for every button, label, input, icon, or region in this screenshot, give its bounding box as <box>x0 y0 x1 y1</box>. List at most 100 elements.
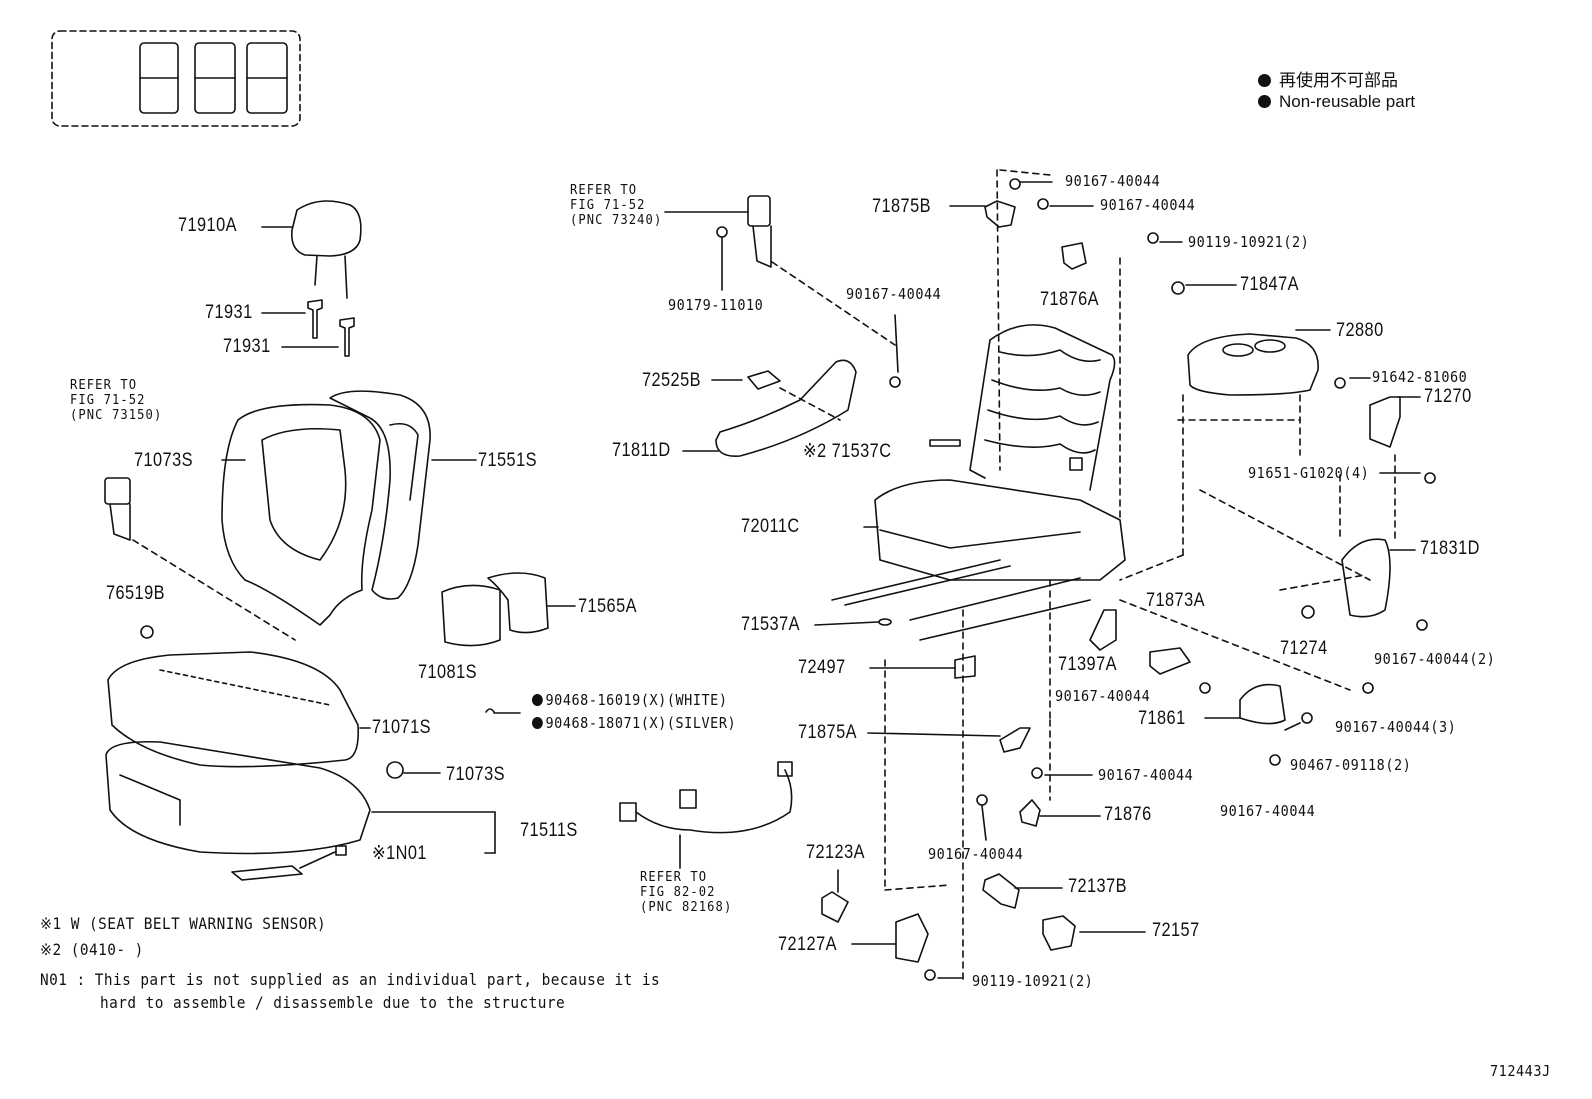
part-label: ※1N01 <box>372 843 427 864</box>
part-label: 90119-10921(2) <box>972 972 1094 990</box>
part-label: 91651-G1020(4) <box>1248 464 1370 482</box>
hog-ring <box>485 708 521 714</box>
part-label: 71876A <box>1040 289 1099 310</box>
part-label: 72525B <box>642 370 701 391</box>
part-label: 71537A <box>741 614 800 635</box>
bolt-f <box>1199 682 1211 694</box>
part-label: 71910A <box>178 215 237 236</box>
wire-harness <box>619 761 793 869</box>
bracket-71270 <box>1369 396 1401 448</box>
part-label: 76519B <box>106 583 165 604</box>
bracket-71876A <box>1061 242 1087 270</box>
legend-en-text: Non-reusable part <box>1279 92 1416 111</box>
part-label: 90468-16019(X)(WHITE) <box>532 691 728 709</box>
part-label: 71073S <box>134 450 193 471</box>
refer-line: REFER TO <box>640 869 708 885</box>
part-label: 72123A <box>806 842 865 863</box>
non-reusable-bullet-icon <box>532 694 543 706</box>
bracket-71397A <box>1089 609 1117 651</box>
frame-dashed-guides <box>884 169 1396 981</box>
clip-71073S <box>386 761 404 779</box>
seatback-cover-shape <box>221 403 381 626</box>
figure-id: 712443J <box>1490 1062 1551 1080</box>
part-label: 90167-40044(2) <box>1374 650 1496 668</box>
part-label: 71873A <box>1146 590 1205 611</box>
bolt-k <box>924 969 936 981</box>
part-label: 71811D <box>612 440 671 461</box>
part-label: 91642-81060 <box>1372 368 1468 386</box>
part-label: 72137B <box>1068 876 1127 897</box>
bolt-i <box>1031 767 1043 779</box>
warning-sensor-shape <box>231 845 347 881</box>
part-label: 90167-40044 <box>846 285 942 303</box>
part-label: 90167-40044 <box>1065 172 1161 190</box>
part-label: 72497 <box>798 657 846 678</box>
legend-en: Non-reusable part <box>1258 92 1415 112</box>
footnote-3: N01 : This part is not supplied as an in… <box>40 970 661 989</box>
cover-71831D <box>1341 538 1391 618</box>
part-label: 90179-11010 <box>668 296 764 314</box>
part-label: 72157 <box>1152 920 1200 941</box>
headrest-shape <box>290 200 362 299</box>
nut-71847A <box>1171 281 1185 295</box>
bolt <box>889 376 901 388</box>
bracket-71876 <box>1019 799 1041 827</box>
belt-buckle-right <box>664 195 772 291</box>
clip-71274 <box>1301 605 1315 619</box>
part-label: 90119-10921(2) <box>1188 233 1310 251</box>
refer-note-3: REFER TO FIG 82-02 (PNC 82168) <box>640 870 732 915</box>
part-label: 90167-40044 <box>1220 802 1316 820</box>
part-label-text: 90468-18071(X)(SILVER) <box>545 714 737 732</box>
bolt-c <box>1147 232 1159 244</box>
part-71537A <box>878 618 892 626</box>
part-72127A <box>895 913 929 963</box>
part-label: 71847A <box>1240 274 1299 295</box>
part-label: 90167-40044(3) <box>1335 718 1457 736</box>
part-label: 72011C <box>741 516 800 537</box>
cover-71861 <box>1239 683 1286 725</box>
bullet-icon <box>1258 74 1271 87</box>
footnote-3-cont: hard to assemble / disassemble due to th… <box>100 993 566 1012</box>
bolt-e <box>1416 619 1428 631</box>
part-label: 90467-09118(2) <box>1290 756 1412 774</box>
part-72123A <box>821 891 849 923</box>
refer-note-2: REFER TO FIG 71-52 (PNC 73240) <box>570 183 662 228</box>
refer-line: FIG 71-52 <box>570 197 646 213</box>
part-label: 71081S <box>418 662 477 683</box>
bracket-72157 <box>1042 915 1076 951</box>
bolt-j <box>976 794 988 806</box>
bullet-icon <box>1258 95 1271 108</box>
part-label: 71274 <box>1280 638 1328 659</box>
part-label: 90167-40044 <box>1100 196 1196 214</box>
part-label: 71931 <box>223 336 271 357</box>
bolt-b <box>1037 198 1049 210</box>
clip-76519B <box>140 625 154 639</box>
refer-line: (PNC 73150) <box>70 407 163 423</box>
part-label: 71876 <box>1104 804 1152 825</box>
legend-jp: 再使用不可部品 <box>1258 66 1398 91</box>
part-label: 71931 <box>205 302 253 323</box>
refer-line: (PNC 73240) <box>570 212 663 228</box>
side-covers <box>441 572 576 647</box>
refer-line: (PNC 82168) <box>640 899 733 915</box>
part-label: 71875A <box>798 722 857 743</box>
legend-jp-text: 再使用不可部品 <box>1279 71 1398 90</box>
non-reusable-bullet-icon <box>532 717 543 729</box>
part-label: ※2 71537C <box>803 441 892 462</box>
cushion-pad-shape <box>105 740 496 855</box>
part-label: 71565A <box>578 596 637 617</box>
part-label: 71397A <box>1058 654 1117 675</box>
refer-note-1: REFER TO FIG 71-52 (PNC 73150) <box>70 378 162 423</box>
cushion-cover-shape <box>107 651 371 768</box>
part-label: 72880 <box>1336 320 1384 341</box>
part-label: 72127A <box>778 934 837 955</box>
part-label: 71270 <box>1424 386 1472 407</box>
part-label: 90468-18071(X)(SILVER) <box>532 714 736 732</box>
bolt-a <box>1009 178 1021 190</box>
bracket-71875A <box>999 727 1031 753</box>
part-label-text: 90468-16019(X)(WHITE) <box>545 691 728 709</box>
refer-line: FIG 82-02 <box>640 884 716 900</box>
part-label: 71511S <box>520 820 578 841</box>
